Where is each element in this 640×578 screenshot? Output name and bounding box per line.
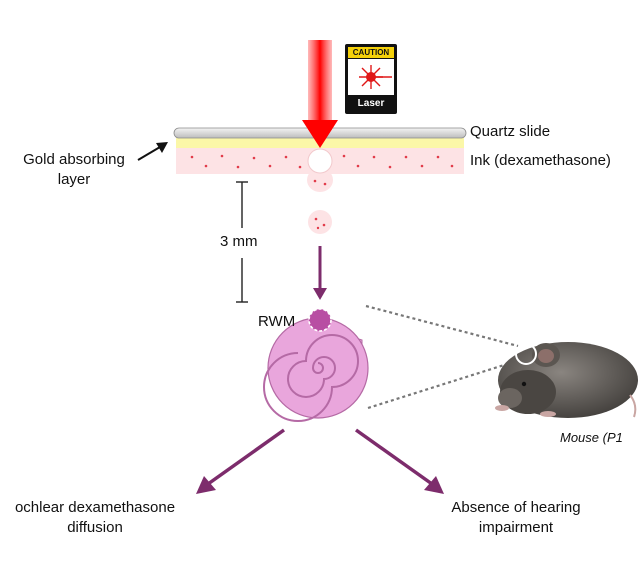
- left-outcome-label: ochlear dexamethasone diffusion: [14, 499, 176, 536]
- mouse-image: [495, 342, 638, 418]
- falling-droplet: [308, 210, 332, 234]
- mouse-label: Mouse (P1: [560, 430, 623, 445]
- caution-header: CAUTION: [348, 47, 394, 58]
- delivery-arrow: [313, 246, 327, 300]
- laser-hazard-icon: [348, 59, 394, 95]
- ejected-droplet: [307, 148, 333, 192]
- right-outcome-label: Absence of hearing impairment: [451, 499, 581, 536]
- distance-label: 3 mm: [220, 233, 258, 250]
- quartz-slide-label: Quartz slide: [470, 123, 551, 140]
- laser-caution-sign: CAUTION Laser: [345, 44, 397, 114]
- ink-dots: [190, 154, 454, 169]
- caution-footer: Laser: [357, 98, 385, 109]
- gold-layer-label: Gold absorbing layer: [23, 151, 125, 188]
- zoom-lines: [365, 304, 521, 410]
- gold-layer-pointer-arrow: [137, 142, 168, 161]
- cochlea-illustration: [263, 308, 369, 422]
- left-outcome-arrowhead: [196, 476, 216, 494]
- laser-beam: [302, 40, 338, 148]
- ink-label: Ink (dexamethasone): [470, 152, 611, 169]
- right-outcome-arrowhead: [424, 476, 444, 494]
- outcome-arrows: [206, 428, 434, 486]
- rwm-label: RWM: [258, 313, 296, 330]
- distance-scale-bar: [236, 181, 248, 303]
